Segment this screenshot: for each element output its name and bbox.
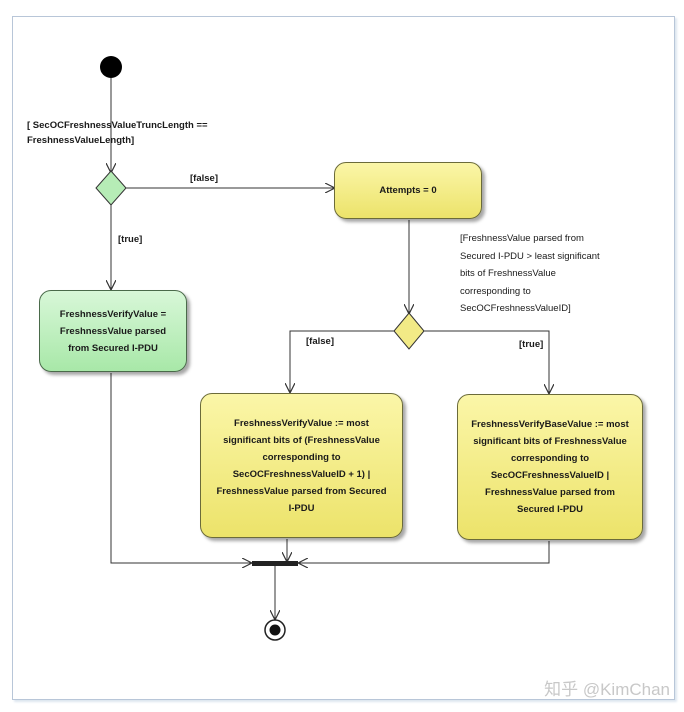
join-bar — [252, 561, 298, 566]
action-node-freshness-verify-value: FreshnessVerifyValue = FreshnessValue pa… — [39, 290, 187, 372]
guard-label-truncation: [ SecOCFreshnessValueTruncLength == Fres… — [27, 120, 208, 146]
action-node-freshness-verify-base-value: FreshnessVerifyBaseValue := most signifi… — [457, 394, 643, 540]
edge-decision2-false — [290, 330, 394, 392]
watermark: 知乎 @KimChan — [544, 680, 670, 699]
decision-node-freshness — [393, 312, 425, 350]
final-node-inner — [269, 624, 281, 636]
decision-node-truncation — [95, 170, 127, 206]
guard-note-freshness: [FreshnessValue parsed from Secured I-PD… — [460, 233, 600, 314]
edge-right-to-join — [299, 541, 550, 563]
action-node-attempts: Attempts = 0 — [334, 162, 482, 219]
edge-decision2-true — [424, 330, 549, 393]
edge-label-true-left: [true] — [118, 234, 143, 245]
initial-node — [100, 56, 122, 78]
edge-label-false-mid: [false] — [306, 336, 334, 347]
action-node-freshness-verify-value-msb: FreshnessVerifyValue := most significant… — [200, 393, 403, 538]
edge-label-false-top: [false] — [190, 173, 218, 184]
edge-green-to-join — [110, 373, 251, 563]
edge-label-true-right: [true] — [519, 339, 544, 350]
